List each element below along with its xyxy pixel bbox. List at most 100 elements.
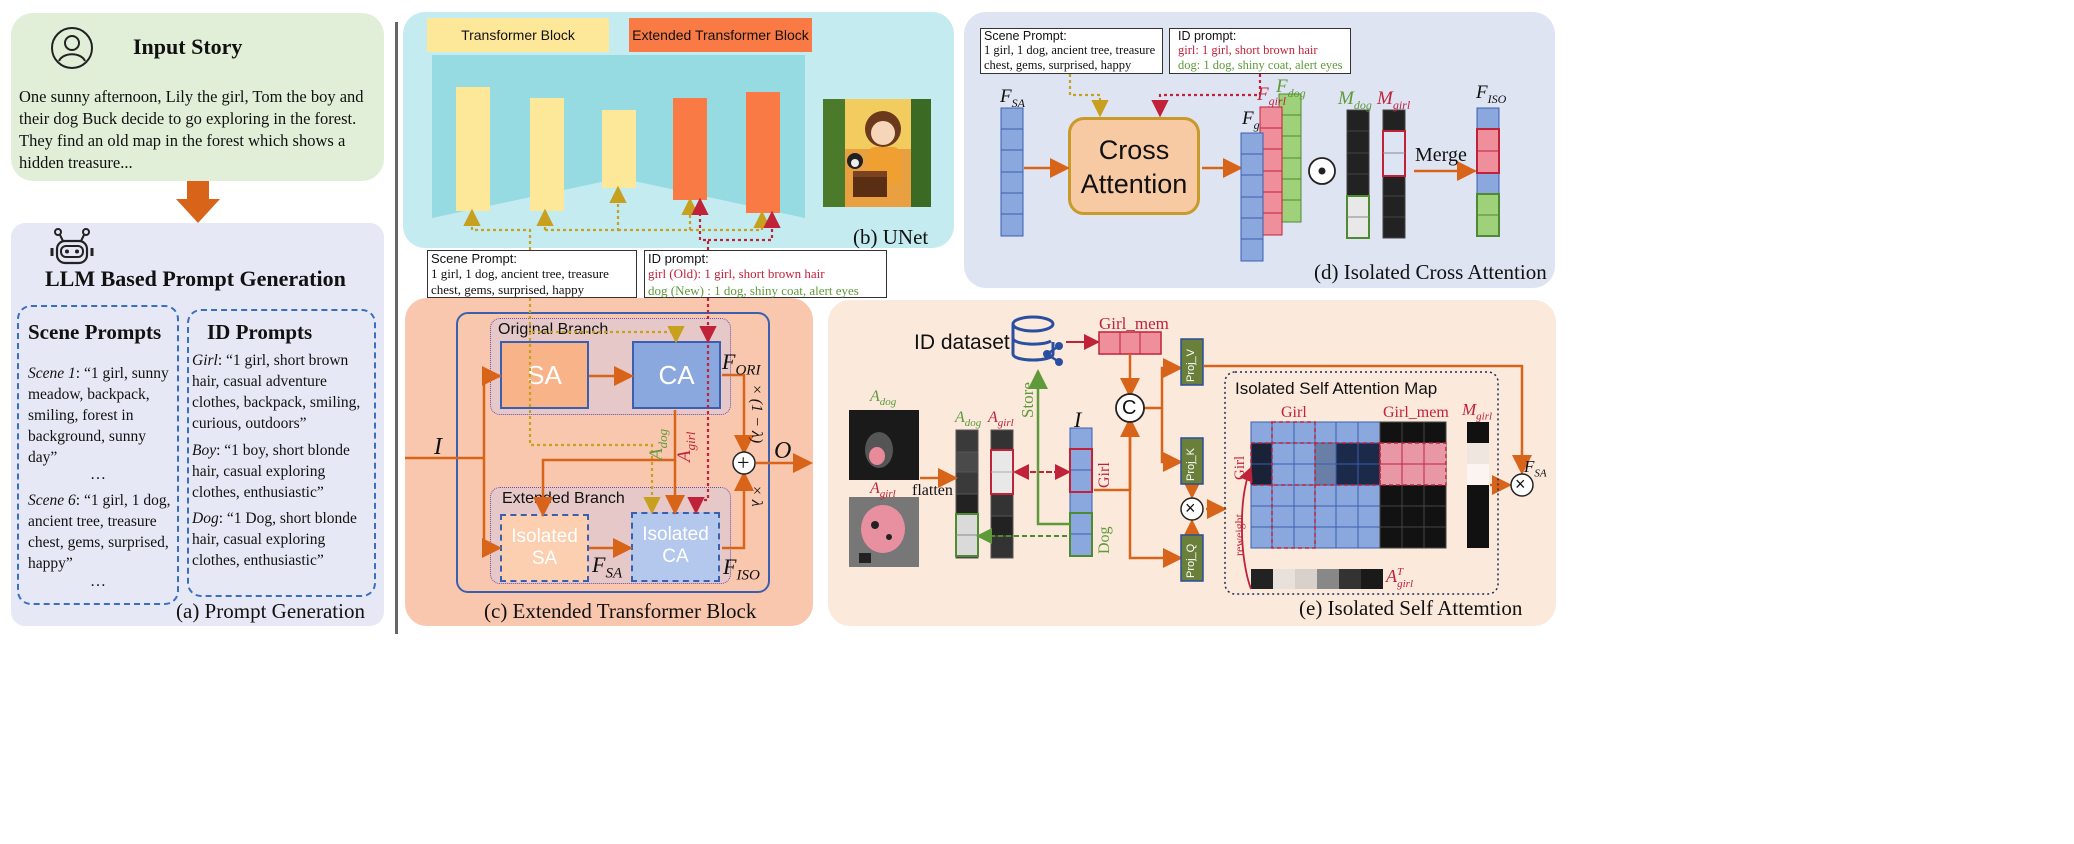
map-girl-mem-label: Girl_mem xyxy=(1383,404,1449,421)
scene-1-prompt: Scene 1: “1 girl, sunny meadow, backpack… xyxy=(28,363,174,468)
f-iso-label-c: FISO xyxy=(723,554,760,584)
legend-extended-block: Extended Transformer Block xyxy=(629,18,812,52)
a-girl-t-label: ATgirl xyxy=(1386,566,1414,590)
plus-op: + xyxy=(737,450,750,475)
girl-id-label: Girl xyxy=(192,352,218,369)
input-story-text: One sunny afternoon, Lily the girl, Tom … xyxy=(19,87,364,172)
a-dog-heatmap xyxy=(849,410,919,480)
multiply-op-1: × xyxy=(1185,498,1196,518)
section-divider xyxy=(395,22,398,634)
sa-block: SA xyxy=(500,341,589,409)
database-icon xyxy=(1009,314,1065,370)
id-prompt-title-b: ID prompt: xyxy=(648,251,709,266)
f-dog-label-d: Fdog xyxy=(1276,76,1306,100)
m-girl-label-d: Mgirl xyxy=(1377,88,1411,112)
caption-b: (b) UNet xyxy=(853,225,929,249)
proj-k-label: Proj_K xyxy=(1185,447,1197,481)
a-dog-label-e1: Adog xyxy=(870,388,897,409)
scene-prompt-text-b: 1 girl, 1 dog, ancient tree, treasure ch… xyxy=(431,266,609,297)
scene-6-label: Scene 6 xyxy=(28,492,76,509)
id-prompt-dog-d: dog: 1 dog, shiny coat, alert eyes xyxy=(1178,58,1343,72)
down-arrow xyxy=(176,181,220,223)
llm-title: LLM Based Prompt Generation xyxy=(45,266,346,291)
id-prompt-girl-d: girl: 1 girl, short brown hair xyxy=(1178,43,1318,57)
scene-prompt-title-b: Scene Prompt: xyxy=(431,251,517,266)
girl-id-text: : “1 girl, short brown hair, casual adve… xyxy=(192,352,361,432)
legend-transformer-block: Transformer Block xyxy=(427,18,609,52)
scene-6-prompt: Scene 6: “1 girl, 1 dog, ancient tree, t… xyxy=(28,490,174,574)
dog-id-prompt: Dog: “1 Dog, short blonde hair, casual e… xyxy=(192,508,376,571)
extended-block-frame xyxy=(456,312,770,593)
multiply-op-2: × xyxy=(1515,474,1526,494)
m-dog-label-d: Mdog xyxy=(1338,88,1372,112)
id-prompt-title-d: ID prompt: xyxy=(1178,29,1237,43)
a-girl-label-e1: Agirl xyxy=(870,480,896,501)
id-prompt-box-b xyxy=(644,250,887,298)
dog-id-text: : “1 Dog, short blonde hair, casual expl… xyxy=(192,510,357,569)
girl-id-prompt: Girl: “1 girl, short brown hair, casual … xyxy=(192,350,376,434)
caption-a: (a) Prompt Generation xyxy=(176,599,365,623)
scene-prompt-box-b xyxy=(427,250,637,298)
input-i-label: I xyxy=(434,434,442,460)
id-dataset-label: ID dataset xyxy=(914,331,1010,354)
scene-ellipsis-1: … xyxy=(90,466,106,483)
input-story-title: Input Story xyxy=(133,34,243,59)
boy-id-label: Boy xyxy=(192,442,217,459)
cross-attention-block: Cross Attention xyxy=(1068,117,1200,215)
id-prompt-dog-b: dog (New) : 1 dog, shiny coat, alert eye… xyxy=(648,283,859,298)
map-girl-label: Girl xyxy=(1281,404,1307,421)
scene-ellipsis-2: … xyxy=(90,573,106,590)
input-story-panel xyxy=(11,13,384,181)
unet-block-4 xyxy=(673,98,707,200)
f-sa-label-c: FSA xyxy=(592,552,623,582)
scene-prompts-box xyxy=(17,305,179,605)
caption-e: (e) Isolated Self Attemtion xyxy=(1299,596,1523,620)
scene-prompt-box-d xyxy=(980,28,1163,74)
f-sa-label-d: FSA xyxy=(1000,86,1025,110)
robot-icon xyxy=(50,226,94,266)
dog-id-label: Dog xyxy=(192,510,219,527)
f-ori-label: FORI xyxy=(722,349,761,379)
a-girl-heatmap xyxy=(849,497,919,567)
unet-block-5 xyxy=(746,92,780,213)
caption-d: (d) Isolated Cross Attention xyxy=(1314,260,1547,284)
m-girl-label-e: Mgirl xyxy=(1462,400,1493,423)
id-prompt-box-d xyxy=(1169,28,1351,74)
boy-id-text: : “1 boy, short blonde hair, casual expl… xyxy=(192,442,350,501)
original-branch-label: Original Branch xyxy=(498,321,609,338)
id-prompts-header: ID Prompts xyxy=(207,320,313,344)
f-sa-label-e: FSA xyxy=(1524,457,1547,480)
caption-c: (c) Extended Transformer Block xyxy=(484,599,757,623)
isolated-ca-block: Isolated CA xyxy=(631,512,720,582)
scene-6-text: : “1 girl, 1 dog, ancient tree, treasure… xyxy=(28,492,171,572)
girl-mem-label: Girl_mem xyxy=(1099,314,1169,333)
attention-map-title: Isolated Self Attention Map xyxy=(1235,379,1438,398)
map-girl-vert-label: Girl xyxy=(1232,455,1248,480)
scene-prompt-text-d: 1 girl, 1 dog, ancient tree, treasure ch… xyxy=(984,43,1156,72)
generated-anime-image xyxy=(823,99,931,207)
unet-block-3 xyxy=(602,110,636,188)
scene-1-label: Scene 1 xyxy=(28,365,76,382)
unet-block-1 xyxy=(456,87,490,211)
a-dog-label-e2: Adog xyxy=(955,409,982,430)
scene-1-text: : “1 girl, sunny meadow, backpack, smili… xyxy=(28,365,169,466)
user-icon xyxy=(50,26,94,70)
merge-label: Merge xyxy=(1415,144,1467,166)
output-o-label: O xyxy=(774,438,792,464)
id-prompts-box xyxy=(187,309,376,597)
f-g-label-d: Fg xyxy=(1242,108,1260,132)
a-girl-label-e2: Agirl xyxy=(988,409,1014,430)
reweight-label: reweight xyxy=(1232,514,1246,556)
isolated-sa-block: Isolated SA xyxy=(500,514,589,582)
concat-op: C xyxy=(1122,397,1137,419)
f-iso-label-d: FISO xyxy=(1476,82,1507,106)
scene-prompt-title-d: Scene Prompt: xyxy=(984,29,1067,43)
scene-prompts-header: Scene Prompts xyxy=(28,320,162,344)
boy-id-prompt: Boy: “1 boy, short blonde hair, casual e… xyxy=(192,440,376,503)
proj-q-label: Proj_Q xyxy=(1185,543,1197,578)
id-prompt-girl-b: girl (Old): 1 girl, short brown hair xyxy=(648,266,825,281)
f-girl-label-d: Fgirl xyxy=(1257,84,1286,108)
